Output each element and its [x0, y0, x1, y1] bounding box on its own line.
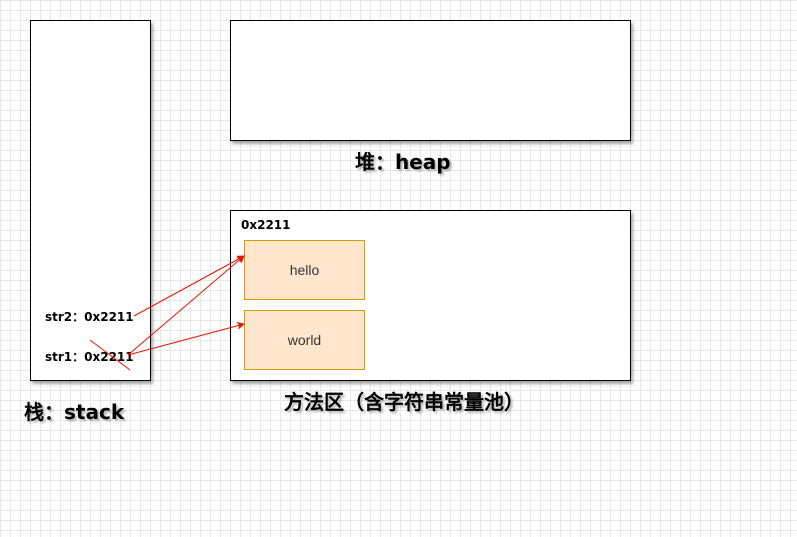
- method-area-label: 方法区（含字符串常量池）: [284, 390, 524, 414]
- str2-variable: str2：0x2211: [45, 310, 134, 324]
- str1-variable: str1：0x2211: [45, 350, 134, 364]
- world-string-box: world: [244, 310, 365, 370]
- heap-box: [230, 20, 631, 141]
- stack-box: [30, 20, 151, 381]
- address-label: 0x2211: [241, 218, 291, 232]
- hello-string-box: hello: [244, 240, 365, 300]
- heap-label: 堆：heap: [355, 150, 451, 174]
- stack-label: 栈：stack: [24, 400, 125, 424]
